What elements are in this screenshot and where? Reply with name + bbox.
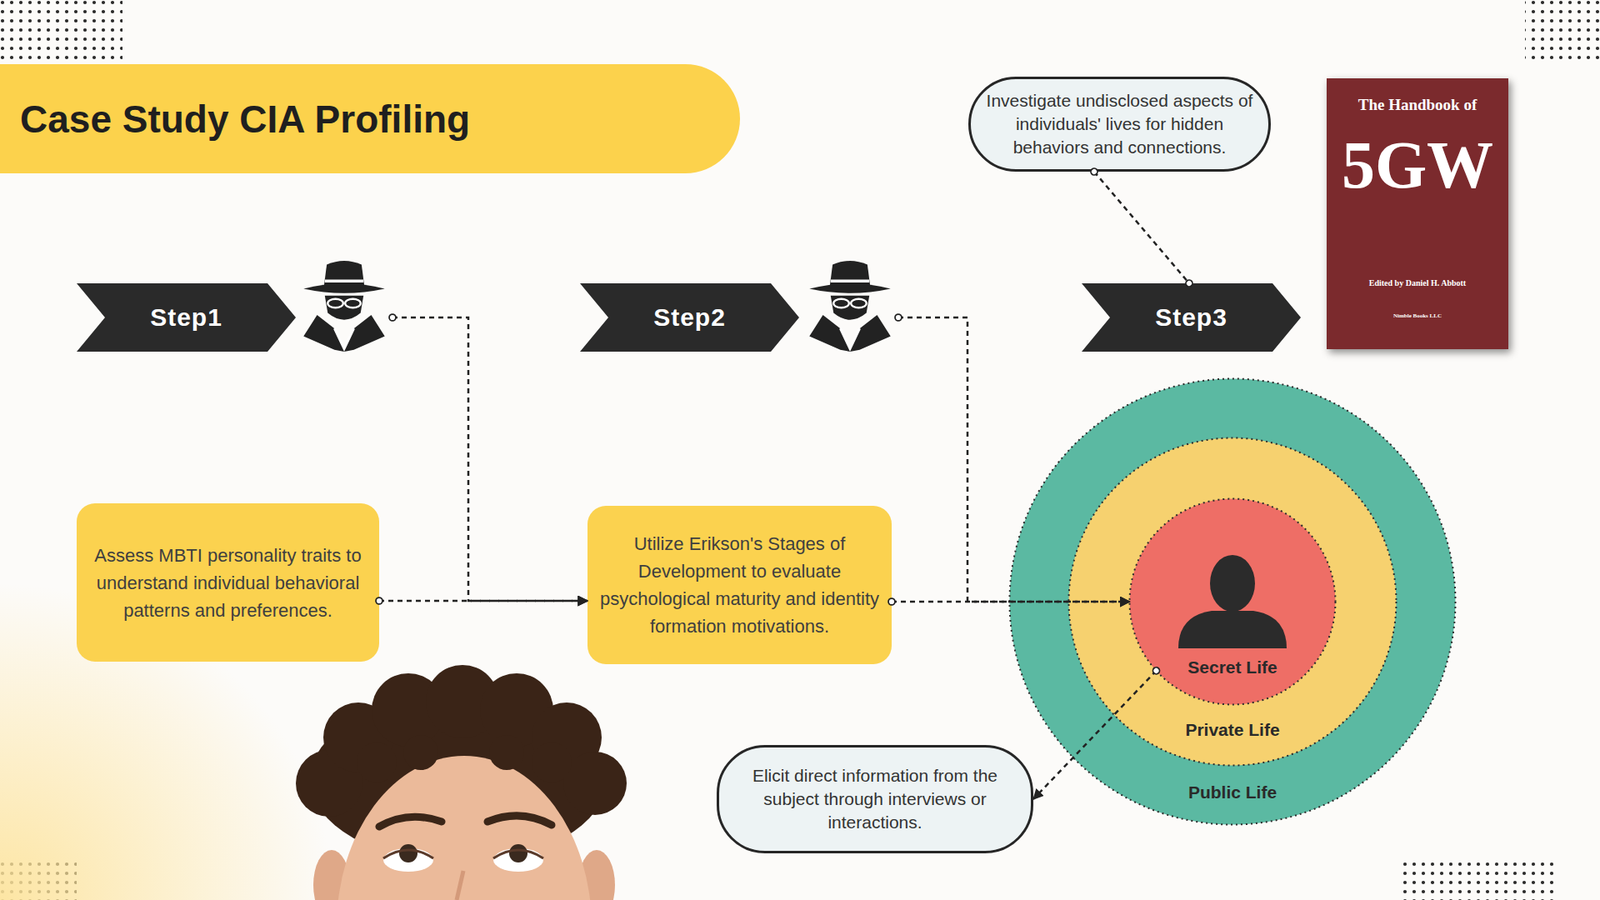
step-chevron: Step1 [76, 255, 393, 352]
life-ring: Private Life Secret Life [1067, 436, 1398, 767]
step-label: Step3 [1155, 303, 1228, 332]
dashed-connector [1094, 171, 1190, 284]
nose-shadow [456, 870, 464, 900]
spy-glasses [327, 299, 344, 308]
dashed-connector [392, 317, 588, 601]
process-box: Utilize Erikson's Stages of Development … [587, 505, 892, 665]
dashed-connector [379, 600, 588, 603]
eyelid [383, 850, 434, 859]
box-text: Utilize Erikson's Stages of Development … [595, 530, 884, 640]
coat-lapel [840, 328, 860, 349]
title-text: Case Study CIA Profiling [20, 64, 470, 174]
eyelid [493, 850, 544, 859]
spy-coat [809, 315, 890, 352]
step-chevron: Step2 [580, 255, 899, 352]
hat-brim [303, 283, 385, 294]
hat-brim [809, 283, 890, 294]
life-ring: Public Life Private Life Secret Life [1008, 377, 1457, 826]
book-cover: The Handbook of 5GW Edited by Daniel H. Ab… [1326, 78, 1509, 350]
spy-glasses [345, 299, 361, 308]
iris [399, 844, 418, 863]
dot-pattern [1525, 0, 1600, 60]
step-label-area: Step2 [608, 283, 771, 352]
chevron-fill [76, 283, 296, 352]
person-head [1210, 555, 1255, 612]
ring-fill [1010, 379, 1456, 825]
step-label: Step1 [150, 303, 223, 332]
ring-label: Public Life [1008, 782, 1457, 803]
eyebrow [487, 815, 552, 825]
step-label-area: Step1 [105, 283, 268, 352]
process-box: Assess MBTI personality traits to unders… [76, 503, 380, 662]
ring-label: Private Life [1067, 720, 1398, 740]
hat-band [325, 280, 364, 283]
ring-fill [1069, 438, 1397, 766]
dashed-connector [898, 317, 1130, 602]
callout-bubble: Investigate undisclosed aspects of indiv… [968, 76, 1271, 172]
callout-text: Investigate undisclosed aspects of indiv… [979, 89, 1260, 160]
chevron-fill [1081, 283, 1301, 352]
step-label: Step2 [653, 303, 726, 332]
spy-glasses [850, 299, 867, 308]
dashed-connector [891, 600, 1130, 604]
spy-face [830, 295, 870, 320]
box-text: Assess MBTI personality traits to unders… [85, 541, 371, 625]
coat-lapel [334, 328, 354, 349]
hair-fringe [356, 742, 397, 783]
spy-icon [295, 255, 393, 352]
spy-glasses [833, 299, 850, 308]
hat-band [830, 280, 870, 283]
book-text: The Handbook of [1326, 96, 1509, 115]
book-text: Nimble Books LLC [1326, 313, 1509, 320]
step-label-area: Step3 [1110, 283, 1273, 352]
book-text: Edited by Daniel H. Abbott [1326, 278, 1509, 288]
dot-pattern [0, 0, 123, 60]
life-ring: Secret Life [1128, 497, 1337, 706]
man-illustration [295, 665, 627, 900]
iris [509, 844, 528, 863]
title-banner: Case Study CIA Profiling [0, 64, 740, 174]
dot-pattern [1403, 856, 1556, 900]
chevron-fill [580, 283, 800, 352]
hair-curl [563, 751, 627, 815]
hair-fringe [403, 735, 439, 770]
hair-fringe [489, 735, 525, 770]
book-text: 5GW [1326, 128, 1509, 202]
person-body [1178, 610, 1287, 649]
hat-crown [324, 260, 365, 287]
eyebrow [379, 816, 442, 827]
dashed-connector [1033, 670, 1156, 800]
callout-bubble: Elicit direct information from the subje… [716, 745, 1034, 854]
spy-icon [801, 255, 899, 352]
callout-text: Elicit direct information from the subje… [727, 764, 1023, 835]
spy-face [325, 295, 364, 320]
step-chevron: Step3 [1081, 283, 1304, 352]
spy-coat [303, 315, 385, 352]
hat-crown [830, 260, 871, 287]
ring-label: Secret Life [1128, 657, 1337, 678]
hair-fringe [531, 742, 572, 783]
